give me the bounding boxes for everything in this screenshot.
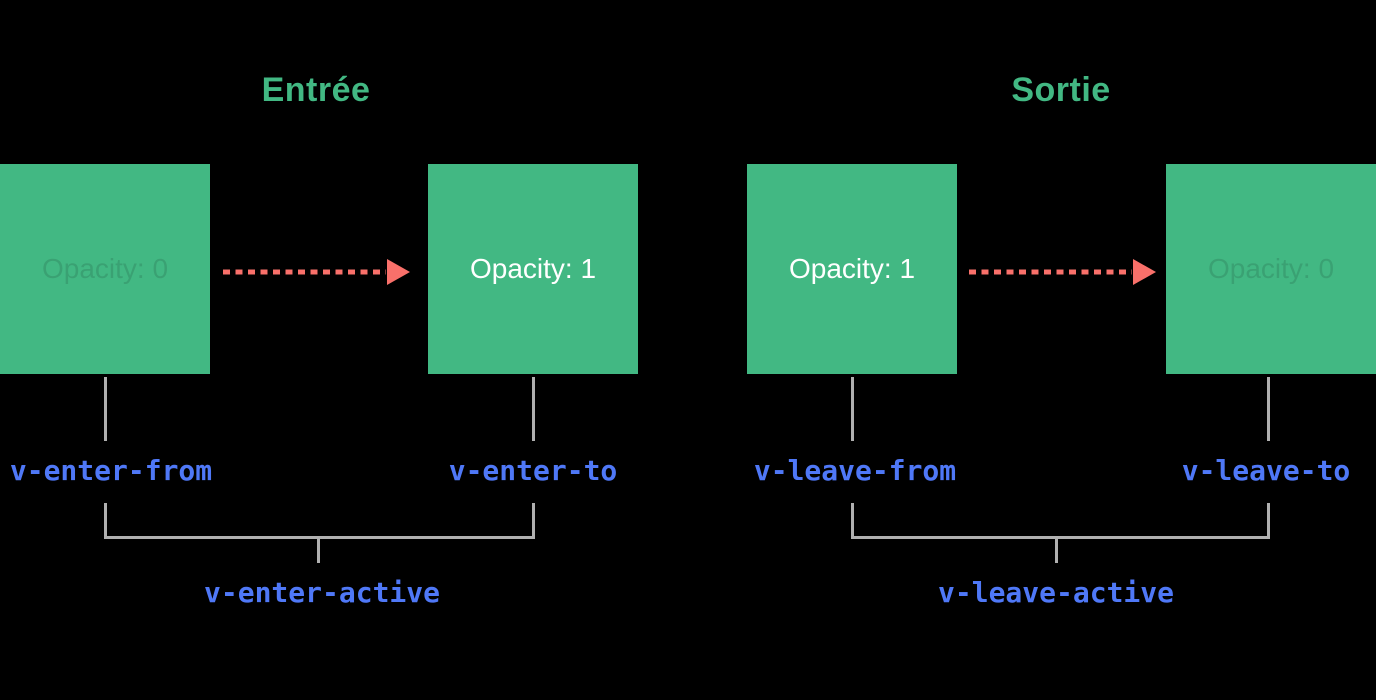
leave-to-box: Opacity: 0 [1166,164,1376,374]
leave-from-box: Opacity: 1 [747,164,957,374]
connector-line [851,377,854,441]
v-leave-active-label: v-leave-active [937,576,1175,609]
opacity-label: Opacity: 0 [41,253,169,284]
bracket-horizontal-line [851,536,1270,539]
bracket-stem-line [1055,539,1058,563]
opacity-label: Opacity: 1 [469,253,597,284]
connector-line [104,377,107,441]
bracket-stem-line [317,539,320,563]
v-leave-from-label: v-leave-from [753,454,957,487]
enter-dashed-arrow-icon [223,259,410,285]
bracket-left-line [851,503,854,539]
bracket-left-line [104,503,107,539]
connector-line [532,377,535,441]
v-enter-to-label: v-enter-to [448,454,618,487]
enter-to-box: Opacity: 1 [428,164,638,374]
bracket-right-line [532,503,535,539]
bracket-horizontal-line [104,536,535,539]
v-leave-to-label: v-leave-to [1181,454,1351,487]
enter-section-title: Entrée [261,71,371,109]
v-enter-active-label: v-enter-active [203,576,441,609]
opacity-label: Opacity: 1 [788,253,916,284]
connector-line [1267,377,1270,441]
opacity-label: Opacity: 0 [1207,253,1335,284]
enter-from-box: Opacity: 0 [0,164,210,374]
v-enter-from-label: v-enter-from [9,454,213,487]
leave-dashed-arrow-icon [969,259,1156,285]
leave-section-title: Sortie [1011,71,1111,109]
bracket-right-line [1267,503,1270,539]
